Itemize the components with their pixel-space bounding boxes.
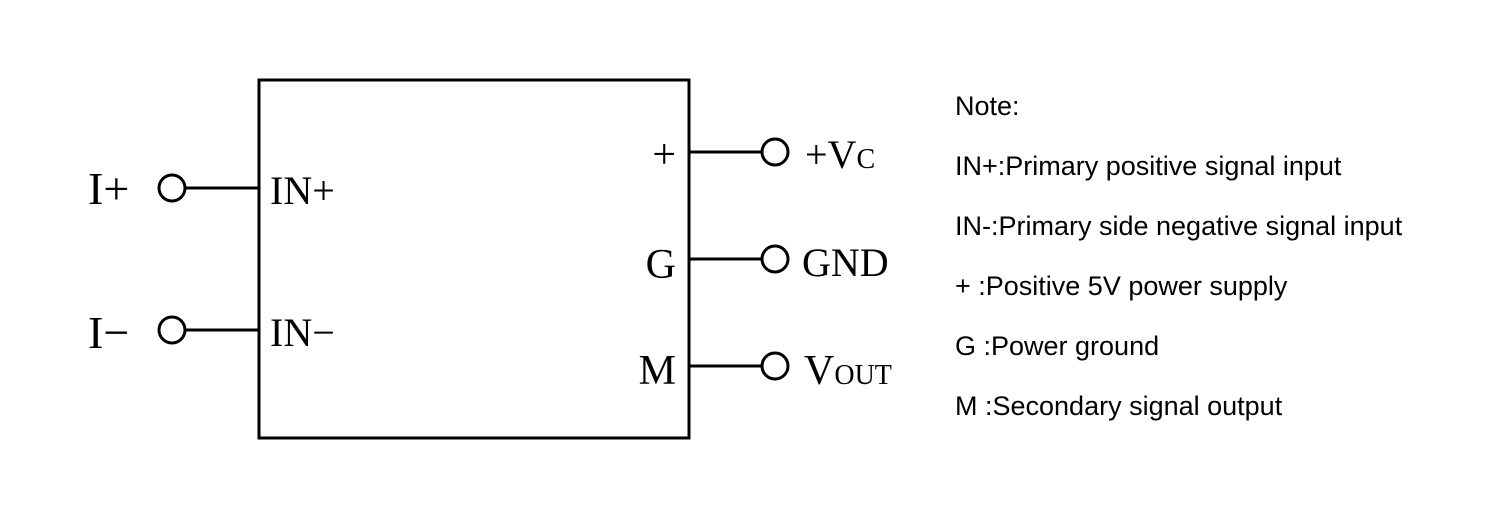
terminal-vout [760, 351, 790, 381]
notes-panel: Note: IN+:Primary positive signal input … [955, 76, 1402, 436]
note-item: + :Positive 5V power supply [955, 271, 1288, 301]
chip-label-g: G [646, 242, 676, 288]
note-item: G :Power ground [955, 331, 1160, 361]
label-vc-main: +V [805, 132, 857, 177]
module-box [257, 78, 691, 440]
label-vout: VOUT [804, 348, 892, 394]
label-vc-sub: C [856, 144, 875, 175]
label-i-plus: I+ [88, 163, 129, 214]
label-vc: +VC [805, 132, 875, 177]
chip-label-in-plus: IN+ [270, 168, 335, 213]
terminal-i-plus [157, 173, 187, 203]
note-item: IN+:Primary positive signal input [955, 151, 1342, 181]
label-i-minus: I− [88, 307, 129, 358]
chip-label-in-minus: IN− [270, 310, 335, 355]
terminal-i-minus [157, 315, 187, 345]
wiring-diagram: I+ I− IN+ IN− + G M +VC GND VOUT [88, 78, 892, 440]
chip-label-m: M [639, 348, 676, 394]
label-vout-main: V [804, 348, 834, 394]
label-gnd: GND [802, 240, 889, 285]
notes-title: Note: [955, 91, 1020, 121]
label-vout-sub: OUT [834, 360, 892, 391]
terminal-vc [760, 137, 790, 167]
note-item: IN-:Primary side negative signal input [955, 211, 1403, 241]
chip-label-plus: + [652, 132, 676, 178]
note-item: M :Secondary signal output [955, 391, 1283, 421]
terminal-gnd [760, 244, 790, 274]
